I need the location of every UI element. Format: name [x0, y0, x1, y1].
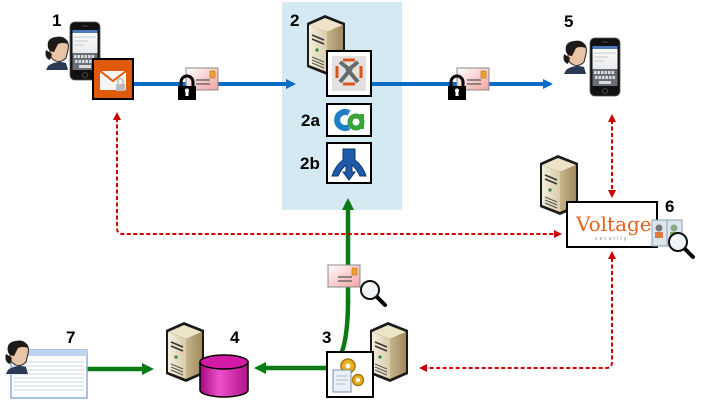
person-icon: [45, 36, 69, 71]
edge-6-to-3-dashed: [419, 258, 613, 372]
database-icon: [199, 354, 249, 398]
label-node-2b: 2b: [300, 154, 320, 173]
node-7-admin[interactable]: [5, 340, 88, 399]
ca-logo-icon: [326, 103, 372, 137]
exchange-logo-icon: [326, 50, 372, 97]
node-2a-ca[interactable]: [326, 103, 372, 137]
inspected-mail-icon: [327, 264, 387, 307]
label-node-5: 5: [564, 12, 573, 31]
voltage-tagline: security: [595, 236, 628, 242]
node-2-exchange-server[interactable]: [306, 14, 372, 97]
edge-6-to-1-dashed: [116, 118, 562, 238]
magnifier-icon: [667, 231, 695, 259]
node-6-voltage-server[interactable]: Voltage security: [539, 154, 695, 259]
label-node-2: 2: [290, 11, 299, 30]
node-3-processing-server[interactable]: [326, 321, 409, 398]
smartphone-icon: [589, 37, 621, 97]
label-node-6: 6: [665, 197, 674, 216]
node-4-archive[interactable]: [165, 321, 249, 398]
node-2b-router[interactable]: [326, 142, 372, 184]
label-node-4: 4: [230, 328, 240, 347]
label-node-7: 7: [66, 328, 75, 347]
label-node-2a: 2a: [301, 111, 320, 130]
server-icon: [369, 321, 409, 383]
label-node-1: 1: [52, 11, 61, 30]
voltage-logo-text: Voltage: [575, 212, 652, 236]
person-icon: [563, 40, 587, 75]
secure-mail-app-icon: [92, 58, 134, 100]
split-arrow-logo-icon: [326, 142, 372, 184]
node-1-sender[interactable]: [45, 21, 134, 100]
document-gears-icon: [326, 351, 374, 398]
label-node-3: 3: [322, 328, 331, 347]
node-5-recipient[interactable]: [563, 37, 621, 97]
server-icon: [165, 321, 205, 383]
voltage-logo-box: [566, 201, 658, 248]
